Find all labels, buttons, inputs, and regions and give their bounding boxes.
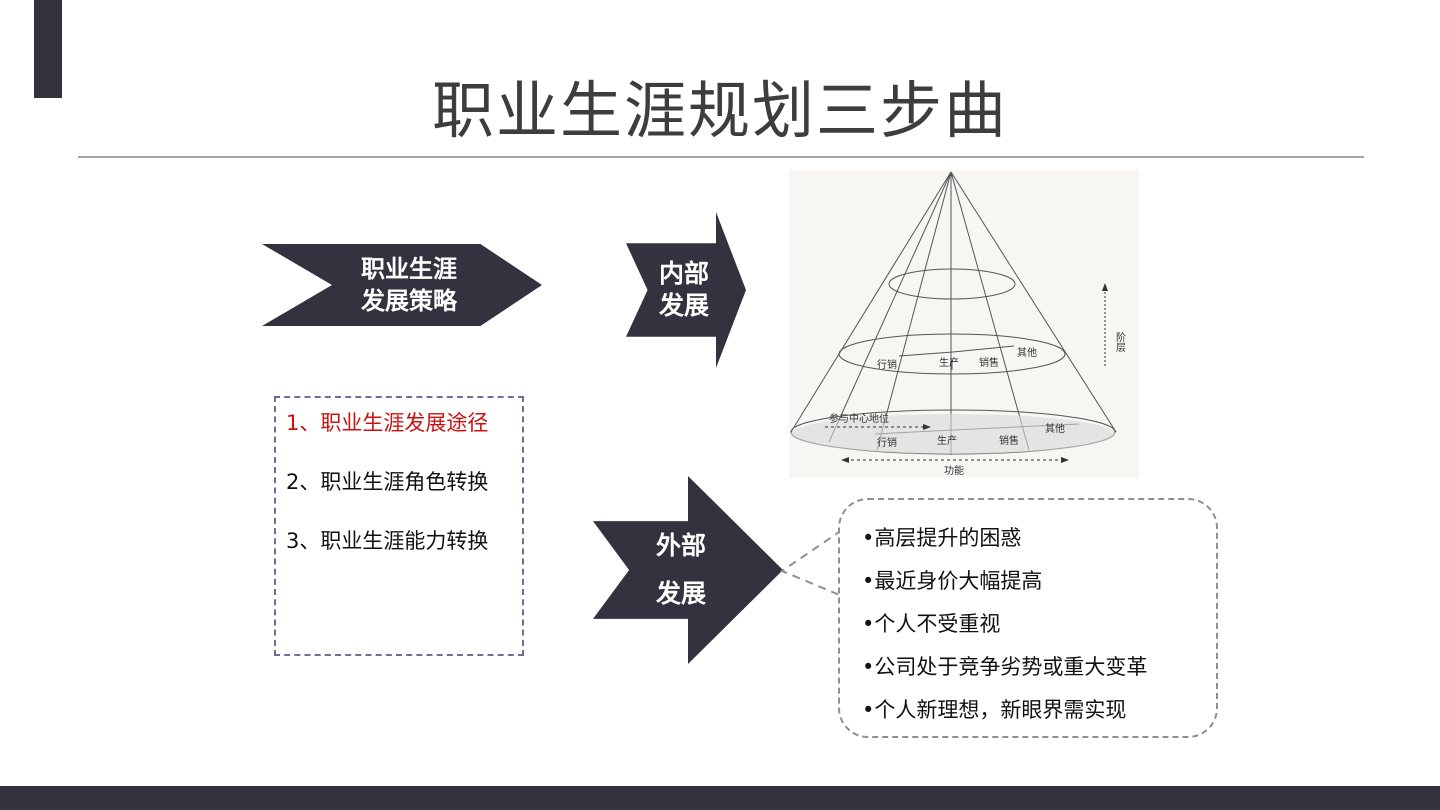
external-line1: 外部 [655,531,706,560]
cone-base-marketing: 行销 [877,436,897,449]
path-item-2: 2、职业生涯角色转换 [286,470,489,494]
cone-base-other: 其他 [1045,422,1065,435]
development-path-list: 1、职业生涯发展途径 2、职业生涯角色转换 3、职业生涯能力转换 [274,396,524,656]
reason-item-3: •个人不受重视 [862,612,1001,636]
reason-item-2: •最近身价大幅提高 [862,569,1043,593]
strategy-line1: 职业生涯 [361,255,457,283]
cone-base-production: 生产 [937,434,957,447]
internal-line2: 发展 [658,291,709,320]
external-reasons-bubble: •高层提升的困惑 •最近身价大幅提高 •个人不受重视 •公司处于竞争劣势或重大变… [838,498,1218,738]
cone-mid-other: 其他 [1017,346,1037,359]
reason-item-4: •公司处于竞争劣势或重大变革 [862,655,1148,679]
reason-item-1: •高层提升的困惑 [862,526,1022,550]
cone-base-sales: 销售 [999,434,1019,447]
external-line2: 发展 [655,579,706,608]
path-item-1: 1、职业生涯发展途径 [286,411,489,435]
cone-mid-sales: 销售 [979,356,999,369]
cone-mid-production: 生产 [939,356,959,369]
strategy-line2: 发展策略 [361,287,457,315]
cone-mid-marketing: 行销 [877,358,897,371]
title-divider [78,156,1364,158]
corner-accent-bar [34,0,62,98]
career-cone-diagram: 阶层 功能 参与中心地位 行销 生产 销售 其他 行销 生产 销售 其他 [790,171,1126,477]
internal-line1: 内部 [658,259,709,288]
path-item-3: 3、职业生涯能力转换 [286,529,489,553]
reason-item-5: •个人新理想，新眼界需实现 [862,698,1127,722]
cone-function-axis-label: 功能 [944,464,964,477]
cone-level-axis-label: 阶层 [1114,331,1126,353]
external-development-arrow: 外部 发展 [593,476,783,664]
internal-development-arrow: 内部 发展 [626,212,746,368]
strategy-chevron: 职业生涯 发展策略 [262,244,542,326]
footer-bar [0,786,1440,810]
page-title: 职业生涯规划三步曲 [431,74,1008,147]
cone-center-label: 参与中心地位 [829,412,889,425]
